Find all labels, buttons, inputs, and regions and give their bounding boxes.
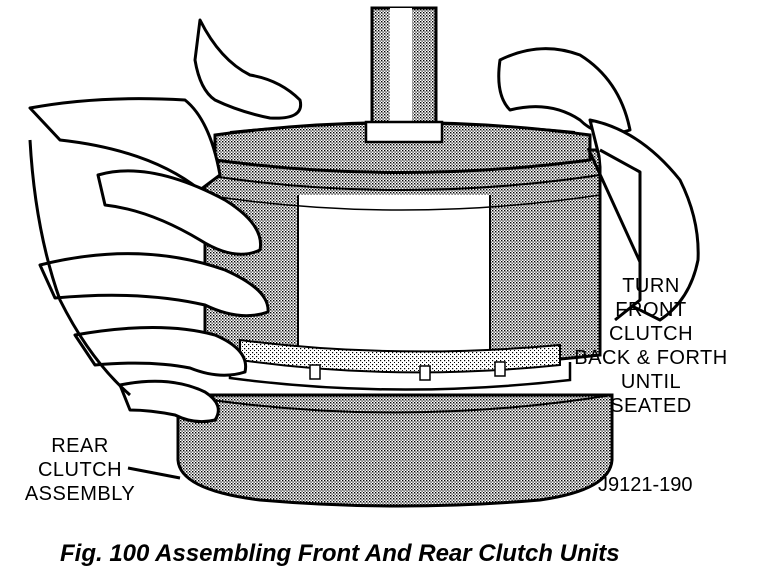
right-hand (497, 47, 700, 322)
instruction-line-4: BACK & FORTH (574, 347, 728, 369)
instruction-line-3: CLUTCH (608, 323, 694, 345)
instruction-label: TURN FRONT CLUTCH BACK & FORTH UNTIL SEA… (566, 274, 736, 418)
rear-clutch-line-2: CLUTCH (37, 459, 123, 481)
instruction-line-2: FRONT (615, 299, 687, 321)
instruction-line-5: UNTIL (620, 371, 682, 393)
rear-clutch-line-1: REAR (51, 435, 109, 457)
left-hand (28, 18, 303, 424)
center-shaft (364, 6, 444, 144)
rear-clutch-drum (176, 393, 614, 508)
rear-clutch-label: REAR CLUTCH ASSEMBLY (20, 434, 140, 506)
leader-lines (127, 147, 642, 480)
instruction-line-6: SEATED (610, 395, 692, 417)
figure-caption: Fig. 100 Assembling Front And Rear Clutc… (60, 540, 620, 567)
rear-clutch-line-3: ASSEMBLY (24, 483, 136, 505)
figure-id: J9121-190 (598, 474, 693, 496)
front-clutch-body (203, 148, 602, 368)
instruction-line-1: TURN (622, 275, 680, 297)
clutch-seam-ring (228, 338, 572, 391)
